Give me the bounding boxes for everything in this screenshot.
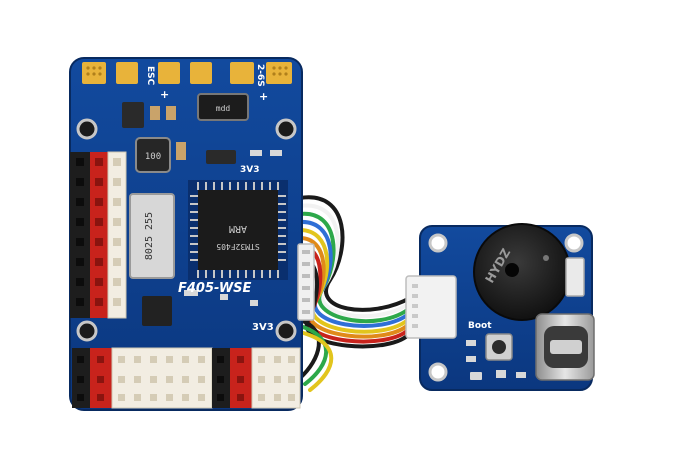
bottom-pin-headers [72, 347, 301, 409]
usb-board-side-connector [565, 257, 585, 297]
wire-harness [298, 195, 412, 392]
flight-controller-board: ESC + 2-6S + mdd 100 3V3 [69, 57, 315, 411]
left-pin-headers [70, 151, 127, 319]
esc-plus-label: + [160, 88, 169, 101]
esc-label: ESC [145, 66, 155, 86]
mcu-part-number: STM32F405 [216, 242, 260, 251]
right-side-connector [297, 243, 315, 321]
baro-chip: 8025 255 [129, 193, 175, 279]
mounting-holes [76, 118, 297, 342]
usb-board-connector [405, 275, 457, 339]
top-solder-pads [82, 62, 292, 84]
baro-chip-marking: 8025 255 [144, 212, 155, 260]
boot-button[interactable] [485, 333, 513, 361]
usb-board-components [466, 340, 526, 380]
board-model-label: F405-WSE [178, 281, 252, 296]
usb-board-mounting-holes [428, 233, 584, 382]
mcu-brand: ARM [229, 223, 247, 234]
power-fet-marking: mdd [216, 104, 231, 113]
inductor-marking: 100 [145, 152, 161, 162]
buzzer: HYDZ [473, 223, 571, 321]
boot-label: Boot [468, 321, 492, 331]
battery-plus-label: + [259, 90, 268, 103]
battery-label: 2-6S [255, 64, 265, 87]
usb-buzzer-board: HYDZ Boot [405, 223, 595, 391]
smd-components: mdd 100 [122, 93, 282, 326]
rail-label-bottom: 3V3 [252, 322, 274, 333]
rail-label-top: 3V3 [240, 165, 260, 175]
usb-c-port[interactable] [535, 313, 595, 381]
mcu-chip: ARM STM32F405 [188, 180, 288, 280]
